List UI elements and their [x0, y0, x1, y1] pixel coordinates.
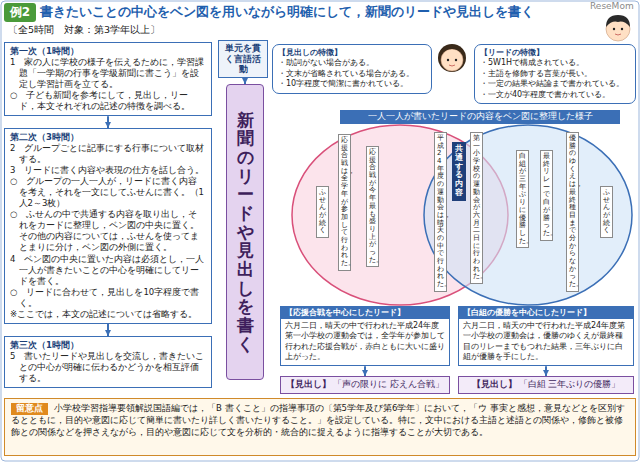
body-text: 5 書いたリードや見出しを交流し，書きたいことの中心が明確に伝わるかどうかを相互… [10, 351, 206, 384]
body-text: 六月二日，晴天の中で行われた平成24年度第一小学校の運動会では，全学年が参加して… [281, 319, 449, 365]
body-text: 六月二日，晴天の中で行われた平成24年度第一小学校の運動会は，優勝のゆくえが最終… [459, 319, 633, 365]
body-text: 2 グループごとに記事にする行事について取材する。 [10, 143, 206, 165]
heading-text: 【応援合戦を中心にしたリード】 [281, 307, 449, 319]
girl-face [441, 49, 463, 71]
sticky-note: 応援合戦が今年最も盛り上がった。 [366, 146, 379, 267]
flow-arrow [107, 324, 109, 336]
venn-left-circle [292, 125, 508, 305]
title-text: 書きたいことの中心をベン図を用いながら明確にして，新聞のリードや見出しを書く [40, 4, 630, 21]
note-panel: 留意点小学校学習指導要領解説国語編では，「B 書くこと」の指導事項の〔第5学年及… [4, 398, 636, 456]
boy-mouth [615, 34, 621, 35]
body-text: ・5W1Hで構成されている。 [480, 58, 630, 68]
body-text: 小学校学習指導要領解説国語編では，「B 書くこと」の指導事項の〔第5学年及び第6… [11, 403, 625, 437]
activity-banner: 新聞のリードや見出しを書く [226, 84, 264, 380]
body-text: 「声の限りに 応えん合戦」 [333, 379, 444, 390]
boy-icon [606, 15, 630, 41]
example-badge: 例2 [4, 3, 36, 22]
body-text: ・10字程度で簡潔に書かれている。 [278, 79, 426, 89]
body-text: 共通する内容 [455, 145, 463, 198]
heading-text: 【リードの特徴】 [480, 48, 630, 58]
body-text: ・一定の結果や結論まで書かれている。 [480, 79, 630, 89]
body-text: ・助詞がない場合がある。 [278, 58, 426, 68]
body-text: 例2 [10, 4, 30, 21]
heading-text: 第二次（3時間） [10, 132, 206, 143]
body-text: 白組が三年ぶりに優勝した。 [519, 153, 526, 245]
boy-eye [613, 28, 615, 30]
headline-box: 【見出し】「声の限りに 応えん合戦」 [280, 376, 450, 394]
body-text: ○ 子ども新聞を参考にして，見出し，リード，本文それぞれの記述の特徴を調べる。 [10, 90, 206, 112]
body-text: 1 家の人に学校の様子を伝えるために，学習課題「一学期の行事を学級新聞に書こう」… [10, 57, 206, 90]
venn-header: 一人一人が書いたリードの内容をベン図に整理した様子 [340, 110, 620, 124]
girl-mouth [449, 65, 455, 66]
heading-text: 【見出し】 [286, 379, 331, 390]
heading-text: 【白組の優勝を中心にしたリード】 [459, 307, 633, 319]
body-text: ・文末が省略されている場合がある。 [278, 69, 426, 79]
heading-text: 【見出し】 [472, 379, 517, 390]
body-text: 平成24年度の運動会は，晴天の中で行われた。 [437, 135, 444, 289]
body-text: ・主語を修飾する言葉が長い。 [480, 69, 630, 79]
flow-arrow [545, 366, 547, 376]
feature-box: 【見出しの特徴】・助詞がない場合がある。・文末が省略されている場合がある。・10… [272, 44, 432, 94]
body-text: ○ ふせんの中で共通する内容を取り出し，それをカードに整理し，ベン図の中央に置く… [10, 209, 206, 253]
headline-box: 【見出し】「白組 三年ぶりの優勝」 [458, 376, 634, 394]
flow-arrow [364, 366, 366, 376]
body-text: ○ グループの一人一人が，リードに書く内容を考え，それを一文にしてふせんに書く。… [10, 176, 206, 209]
body-text: 4 ベン図の中央に置いた内容は必須とし，一人一人が書きたいことの中心を明確にして… [10, 254, 206, 287]
heading-text: 留意点 [11, 403, 48, 415]
lesson-step-box: 第一次（1時間）1 家の人に学校の様子を伝えるために，学習課題「一学期の行事を学… [4, 42, 212, 116]
girl-icon [438, 44, 466, 72]
feature-box: 【リードの特徴】・5W1Hで構成されている。・主語を修飾する言葉が長い。・一定の… [474, 44, 636, 104]
body-text: ※ここでは，本文の記述については省略する。 [10, 309, 206, 320]
activity-box: 単元を貫く言語活動 [218, 40, 268, 78]
sticky-note: 第一小学校の運動会が六月二日に行われた。 [470, 132, 483, 284]
girl-fringe [441, 45, 463, 54]
body-text: 応援合戦は，全学年が参加して行われた。 [341, 137, 348, 268]
body-text: 第一小学校の運動会が六月二日に行われた。 [473, 135, 480, 281]
body-text: 応援合戦が今年最も盛り上がった。 [369, 149, 376, 264]
common-card: 共通する内容 [452, 142, 466, 201]
body-text: 新聞のリードや見出しを書く [237, 111, 254, 354]
sticky-note: 白組が三年ぶりに優勝した。 [516, 150, 529, 248]
lesson-step-box: 第二次（3時間）2 グループごとに記事にする行事について取材する。3 リードに書… [4, 128, 212, 324]
body-text: 最終リレーで白が勝った。 [543, 153, 550, 238]
sticky-note: ふせんが続く [316, 186, 329, 238]
body-text: ふせんが続く [603, 189, 610, 235]
heading-text: 第一次（1時間） [10, 46, 206, 57]
boy-hair [606, 15, 630, 27]
subtitle: 〔全5時間 対象：第3学年以上〕 [8, 24, 160, 37]
flow-arrow [107, 116, 109, 128]
lead-box: 【応援合戦を中心にしたリード】六月二日，晴天の中で行われた平成24年度第一小学校… [280, 306, 450, 366]
sticky-note: 応援合戦は，全学年が参加して行われた。 [338, 134, 351, 271]
girl-eye [447, 59, 449, 61]
body-text: 3 リードに書く内容や表現の仕方を話し合う。 [10, 165, 206, 176]
sticky-note: ふせんが続く [600, 186, 613, 238]
lead-box: 【白組の優勝を中心にしたリード】六月二日，晴天の中で行われた平成24年度第一小学… [458, 306, 634, 366]
boy-eye [621, 28, 623, 30]
sticky-note: 最終リレーで白が勝った。 [540, 150, 553, 241]
body-text: ○ リードに合わせて，見出しを10字程度で書く。 [10, 287, 206, 309]
body-text: ふせんが続く [319, 189, 326, 235]
heading-text: 第三次（1時間） [10, 340, 206, 351]
girl-hair [438, 44, 466, 72]
sticky-note: 平成24年度の運動会は，晴天の中で行われた。 [434, 132, 447, 292]
lesson-step-box: 第三次（1時間）5 書いたリードや見出しを交流し，書きたいことの中心が明確に伝わ… [4, 336, 212, 388]
body-text: 単元を貫く言語活動 [222, 43, 264, 75]
body-text: 「白組 三年ぶりの優勝」 [519, 379, 621, 390]
heading-text: 【見出しの特徴】 [278, 48, 426, 58]
body-text: 優勝のゆくえは，最終種目まで分からなかった。 [569, 135, 576, 289]
body-text: 一人一人が書いたリードの内容をベン図に整理した様子 [344, 111, 616, 122]
venn-right-circle [424, 125, 632, 305]
watermark: ReseMom [590, 1, 634, 11]
sticky-note: 優勝のゆくえは，最終種目まで分からなかった。 [566, 132, 579, 292]
girl-eye [455, 59, 457, 61]
body-text: ・一文が40字程度で書かれている。 [480, 90, 630, 100]
